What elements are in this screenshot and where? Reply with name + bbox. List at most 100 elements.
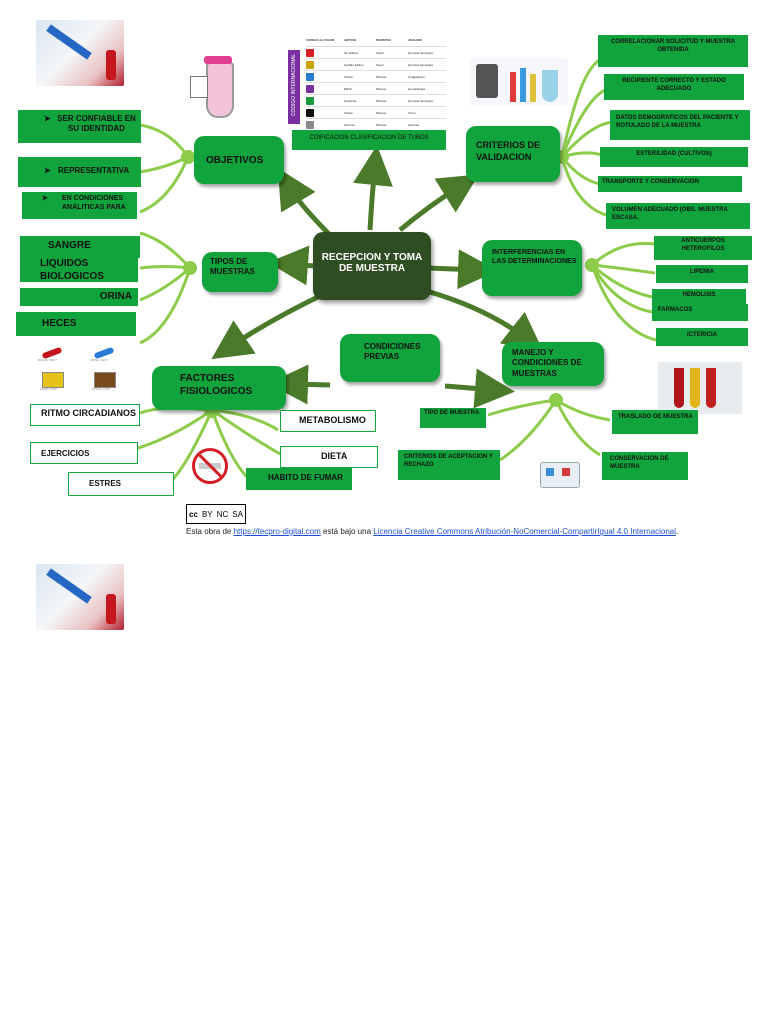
objetivos-item-3: ➤ EN CONDICIONES ANALITICAS PARA (22, 192, 137, 219)
tipos-item-sangre: SANGRE (20, 236, 140, 258)
condiciones-node: CONDICIONES PREVIAS (340, 334, 440, 382)
tube-row: Sin Aditivo Suero Química Serología (306, 46, 446, 58)
objetivos-label: OBJETIVOS (206, 155, 264, 166)
tube-cell: Citrato (344, 110, 353, 115)
factores-item-estres: ESTRES (68, 472, 174, 496)
central-node: RECEPCION Y TOMA DE MUESTRA (313, 232, 431, 300)
tube-cell: Hematología (408, 86, 426, 91)
lab-form-photo (36, 20, 124, 86)
tipos-node: TIPOS DE MUESTRAS (202, 252, 278, 292)
tube-cell: Suero (376, 50, 385, 55)
criterios-item-4: ESTERILIDAD (CULTIVOS) (600, 147, 748, 167)
criterios-item-5: TRANSPORTE Y CONSERVACION (598, 176, 742, 192)
sample-tubes-photo (658, 362, 742, 414)
criterios-node: CRITERIOS DE VALIDACION (466, 126, 560, 182)
tube-color-icon (306, 48, 314, 57)
arrow-bullet-icon: ➤ (44, 114, 51, 123)
criterios-label: CRITERIOS DE VALIDACION (476, 140, 541, 162)
tube-cell: Plasma (376, 86, 387, 91)
lab-form-photo-2 (36, 564, 124, 630)
manejo-node: MANEJO Y CONDICIONES DE MUESTRAS (502, 342, 604, 386)
interferencias-item-farmacos: FARMACOS (652, 304, 748, 321)
tube-row: Citrato Plasma Coagulación (306, 70, 446, 82)
factores-item-fumar: HABITO DE FUMAR (246, 468, 352, 490)
central-node-label: RECEPCION Y TOMA DE MUESTRA (321, 252, 423, 274)
test-tube-mascot-icon (186, 52, 248, 122)
cc-license-badge: cc BY NC SA (186, 504, 246, 524)
manejo-item-tipo: TIPO DE MUESTRA (420, 408, 486, 428)
objetivos-item-1: ➤ SER CONFIABLE EN SU IDENTIDAD (18, 110, 141, 143)
lab-equipment-photo (470, 58, 568, 106)
tube-row: Fluoruro Plasma Glucosa (306, 118, 446, 130)
tube-color-icon (306, 84, 314, 93)
interferencias-item-ictericia: ICTERICIA (656, 328, 748, 346)
no-smoking-icon (192, 448, 228, 484)
tipos-item-liquidos: LIQUIDOS BIOLOGICOS (20, 258, 138, 282)
tube-cell: Sin Aditivo (344, 50, 359, 55)
grain-test-icon: GRAIN TEST (40, 372, 64, 392)
urine-test-icon: URINE TEST (90, 346, 118, 364)
stool-test-icon: STOOL TEST (92, 372, 116, 392)
arrow-bullet-icon: ➤ (44, 166, 51, 175)
factores-item-ritmo: RITMO CIRCADIANOS (30, 404, 140, 426)
license-link[interactable]: Licencia Creative Commons Atribución-NoC… (373, 527, 677, 536)
tube-cell: Suero (376, 62, 385, 67)
tipos-item-orina: ORINA (20, 288, 138, 306)
tube-color-icon (306, 120, 314, 129)
blood-test-icon: BLOOD TEST (38, 346, 66, 364)
tube-cell: Glucosa (408, 122, 420, 127)
tube-cell: Gel/Sin Aditivo (344, 62, 364, 67)
tube-color-icon (306, 60, 314, 69)
criterios-item-2: RECIPIENTE CORRECTO Y ESTADO ADECUADO (604, 74, 744, 100)
tipos-item-heces: HECES (16, 312, 136, 336)
interferencias-item-hemolisis: HEMOLISIS (652, 289, 746, 305)
manejo-item-criterios: CRITERIOS DE ACEPTACION Y RECHAZO (398, 450, 500, 480)
criterios-item-1: CORRELACIONAR SOLICITUD Y MUESTRA OBTENI… (598, 35, 748, 67)
tube-cell: Plasma (376, 110, 387, 115)
website-link[interactable]: https://tecpro-digital.com (233, 527, 321, 536)
tipos-label: TIPOS DE MUESTRAS (210, 257, 255, 277)
criterios-item-3: DATOS DEMOGRAFICOS DEL PACIENTE Y ROTULA… (610, 110, 750, 140)
tube-cell: Plasma (376, 122, 387, 127)
tube-cell: Química Serología (408, 50, 433, 55)
tube-coding-table: CODIGO INTERNACIONAL CODIGO de COLOR ADI… (288, 36, 446, 130)
arrow-bullet-icon: ➤ (42, 195, 48, 202)
tube-cell: Heparina (344, 98, 357, 103)
tube-cell: V.S.G. (408, 110, 417, 115)
interferencias-item-anticuerpos: ANTICUERPOS HETEROFILOS (654, 236, 752, 260)
side-label: CODIGO INTERNACIONAL (291, 53, 297, 117)
factores-node: FACTORES FISIOLOGICOS (152, 366, 286, 410)
branch-lines (124, 58, 657, 486)
interferencias-label: INTERFERENCIAS EN LAS DETERMINACIONES (492, 249, 577, 266)
factores-item-dieta: DIETA (280, 446, 378, 468)
tube-cell: Plasma (376, 74, 387, 79)
objetivos-node: OBJETIVOS (194, 136, 284, 184)
tube-color-icon (306, 108, 314, 117)
manejo-item-traslado: TRASLADO DE MUESTRA (612, 410, 698, 434)
tube-cell: EDTA (344, 86, 352, 91)
tube-row: Citrato Plasma V.S.G. (306, 106, 446, 118)
factores-item-ejercicios: EJERCICIOS (30, 442, 138, 464)
center-arrows (211, 145, 544, 409)
tube-cell: Citrato (344, 74, 353, 79)
first-aid-kit-icon (536, 456, 582, 490)
manejo-label: MANEJO Y CONDICIONES DE MUESTRAS (512, 348, 582, 378)
factores-item-metabolismo: METABOLISMO (280, 410, 376, 432)
manejo-item-conservacion: CONSERVACION DE MUESTRA (602, 452, 688, 480)
tube-color-icon (306, 72, 314, 81)
tube-cell: Coagulación (408, 74, 425, 79)
criterios-item-6: VOLUMEN ADECUADO (OBS. MUESTRA ESCASA. (606, 203, 750, 229)
factores-label: FACTORES FISIOLOGICOS (180, 373, 253, 397)
interferencias-item-lipemia: LIPEMIA (656, 265, 748, 283)
codificacion-box: COIFICACION CLASIFICACION DE TUBOS (292, 130, 446, 150)
tube-cell: Plasma (376, 98, 387, 103)
tube-cell: Fluoruro (344, 122, 356, 127)
interferencias-node: INTERFERENCIAS EN LAS DETERMINACIONES (482, 240, 582, 296)
license-text: Esta obra de https://tecpro-digital.com … (186, 527, 679, 536)
tube-row: EDTA Plasma Hematología (306, 82, 446, 94)
objetivos-item-2: ➤ REPRESENTATIVA (18, 157, 141, 187)
table-header: CODIGO de COLOR ADITIVO MUESTRA ANALISIS (306, 38, 423, 42)
